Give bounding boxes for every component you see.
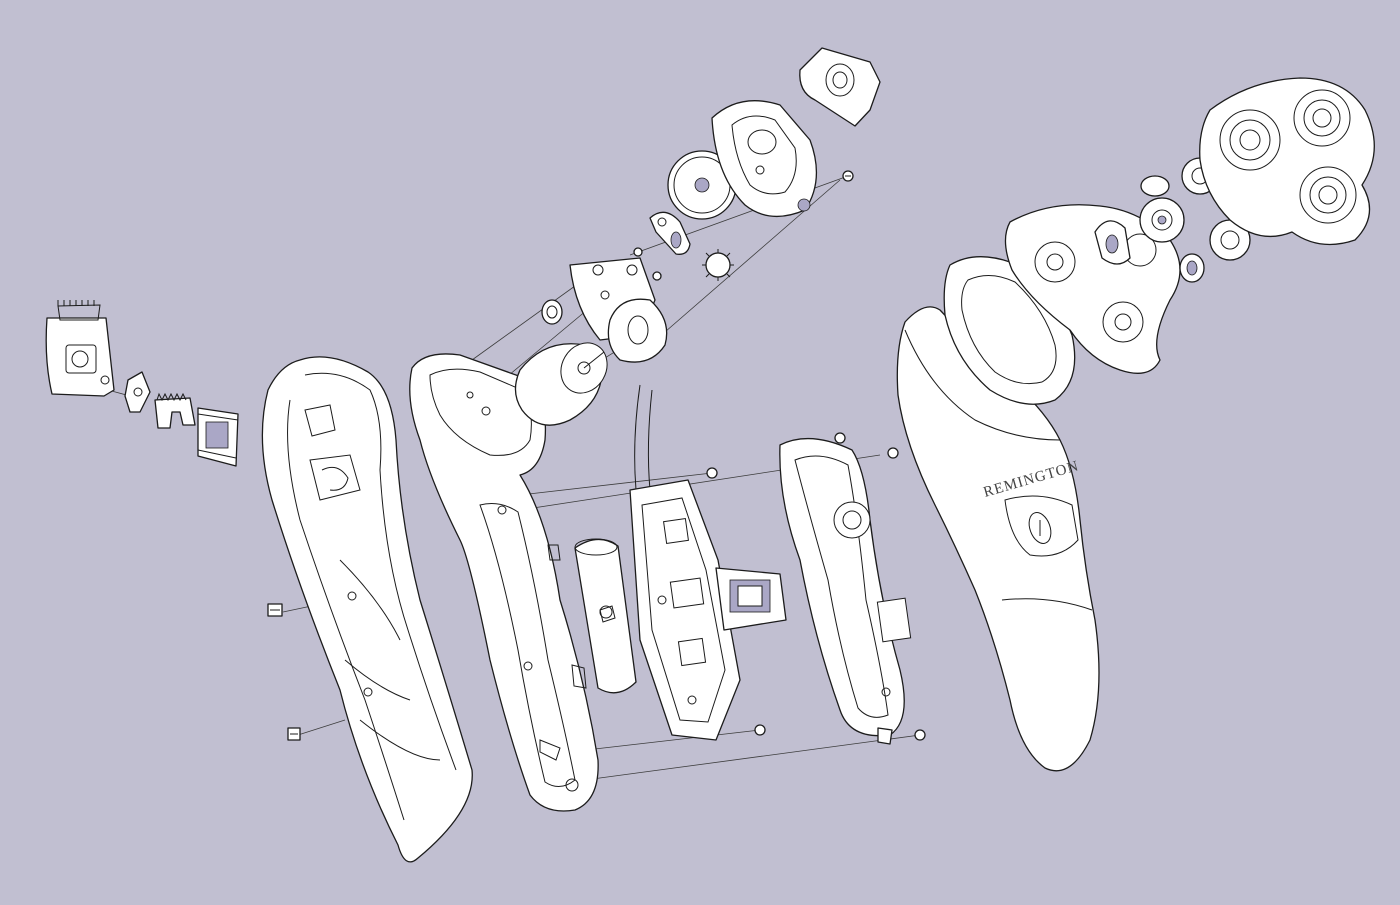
motor [514,342,608,426]
screw [706,467,718,479]
screw [914,729,926,741]
gear-housing [711,100,818,218]
cutter-plate [1004,204,1181,374]
circuit-board [629,384,741,741]
screw [652,271,662,281]
trimmer-blade [154,392,196,429]
inner-chassis [409,353,599,812]
cutter-blade [1209,219,1251,261]
screw [633,247,643,257]
cutter-blade [1139,197,1185,243]
screw [834,432,846,444]
battery [574,538,637,694]
screw [267,603,283,617]
trimmer-head [45,300,115,397]
shaving-head-cover [1199,77,1375,246]
switch-bracket [715,567,787,631]
spring-clip [1140,175,1205,283]
large-gear [667,150,737,220]
rear-housing [261,356,473,863]
head-coupler [799,47,881,127]
trimmer-comb [197,407,239,467]
screw [754,724,766,736]
small-gear [702,249,734,281]
front-frame [779,437,912,745]
cutter-holder [1094,220,1131,265]
screw [287,727,301,741]
screw [887,447,899,459]
cam-link [649,211,691,255]
drive-disc [607,298,668,363]
trimmer-link [124,371,151,413]
screw [842,170,854,182]
bushing [541,299,563,325]
